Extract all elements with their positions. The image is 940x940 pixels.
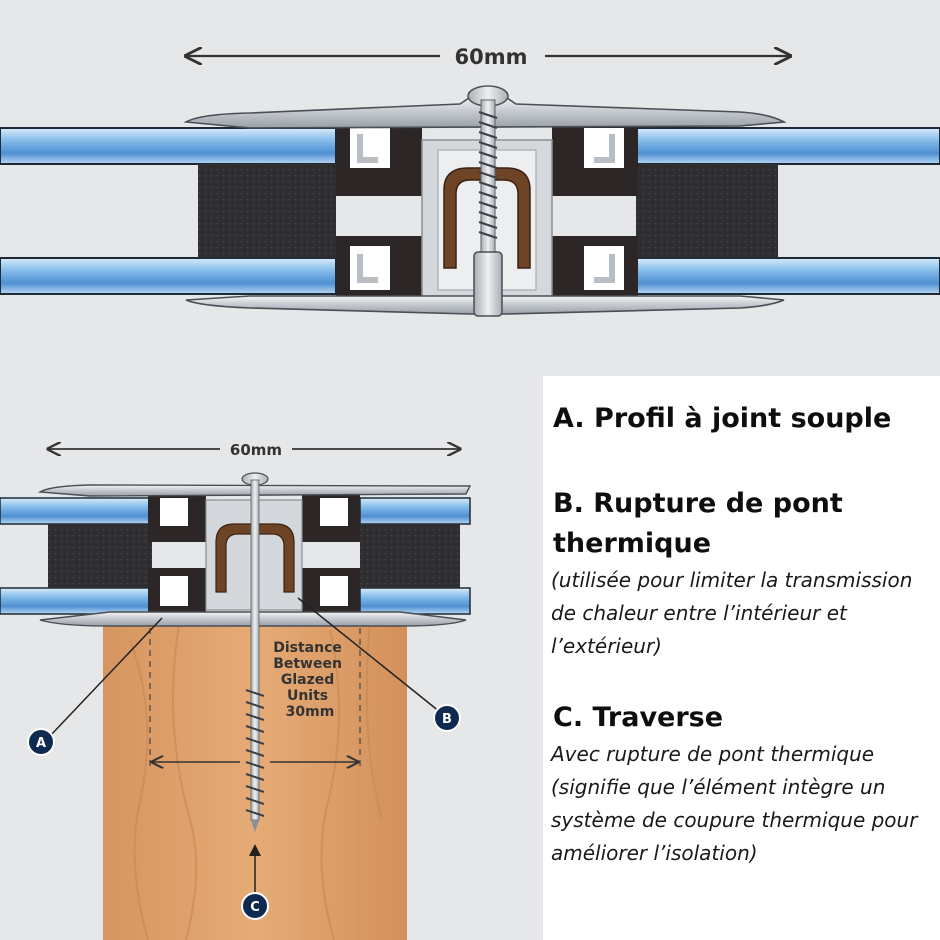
screw-top xyxy=(467,85,509,317)
legend-b-description: (utilisée pour limiter la transmission d… xyxy=(551,568,913,658)
top-diagram: 60mm xyxy=(0,45,940,317)
legend-c-title: C. Traverse xyxy=(553,702,724,733)
svg-text:C: C xyxy=(250,900,260,915)
legend-panel: A. Profil à joint souple B. Rupture de p… xyxy=(543,376,940,940)
spacer-left xyxy=(198,164,336,258)
thermal-break-top xyxy=(443,167,531,269)
thermal-break-bottom xyxy=(215,523,295,593)
svg-text:B: B xyxy=(442,712,452,727)
callout-a-badge: A xyxy=(27,728,55,756)
callout-b-badge: B xyxy=(433,704,461,732)
legend-a-title: A. Profil à joint souple xyxy=(553,403,892,434)
glass-pane-bottom-left xyxy=(0,257,337,295)
glass-pane-top-left xyxy=(0,127,337,165)
svg-text:A: A xyxy=(36,736,46,751)
legend-b-title: B. Rupture de pont thermique xyxy=(553,488,843,559)
legend-c-description: Avec rupture de pont thermique (signifie… xyxy=(551,742,918,865)
gasket-seals-top xyxy=(336,118,638,306)
glass-pane-top-right xyxy=(635,127,940,165)
spacer-right xyxy=(636,164,778,258)
distance-label: Distance Between Glazed Units 30mm xyxy=(273,640,347,720)
bottom-dimension-label: 60mm xyxy=(230,441,282,459)
callout-a-leader xyxy=(49,617,163,737)
callout-c-badge: C xyxy=(241,892,269,920)
callout-b-leader xyxy=(297,597,441,713)
screw-bottom xyxy=(241,472,269,832)
glass-pane-bottom-right xyxy=(635,257,940,295)
bottom-diagram: 60mm xyxy=(0,441,472,940)
top-dimension-label: 60mm xyxy=(455,45,528,69)
